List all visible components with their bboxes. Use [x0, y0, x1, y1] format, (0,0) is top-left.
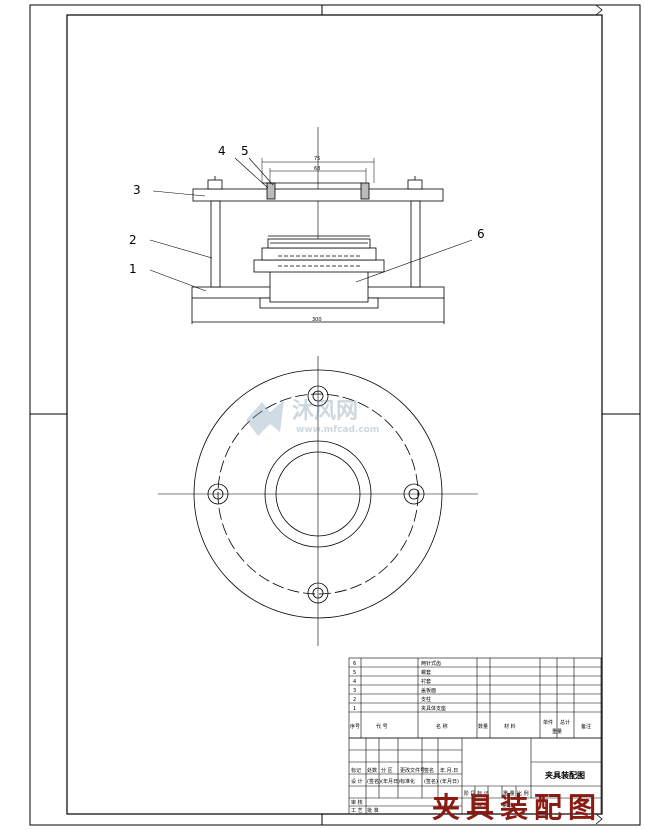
bom-row-name: 夹具体支座	[421, 705, 446, 712]
tb-sign-label: (签名)	[424, 778, 438, 785]
bom-header-no: 序号	[350, 723, 360, 730]
tb-sign-label: (年月日)	[381, 778, 400, 785]
tb-stage-label: 比 例	[517, 790, 529, 797]
watermark-url: www.mfcad.com	[296, 425, 379, 435]
bom-header-remark: 备注	[581, 723, 591, 730]
dim-outer-width: 75	[314, 156, 320, 162]
tb-sign-label: 设 计	[351, 778, 363, 785]
bom-header-unit-weight: 单件	[543, 719, 553, 726]
tb-row-label: 分 区	[381, 767, 393, 774]
drawing-name: 夹具装配图	[545, 770, 585, 780]
callout-1: 1	[129, 262, 137, 276]
bom-row-no: 1	[353, 706, 356, 712]
bom-row-no: 2	[353, 697, 356, 703]
bom-rows: 6 两针式齿 5 螺套 4 衬套 3 盖板面 2 支柱 1 夹具体支座	[353, 660, 446, 712]
title-block	[348, 737, 602, 815]
tb-sheet-label: 第 张	[502, 802, 514, 809]
tb-sign-label: (签名)	[367, 778, 381, 785]
tb-stage-label: 阶 段 标 记	[464, 790, 489, 797]
bom-row-name: 支柱	[421, 696, 431, 703]
watermark-brand: 沐风网	[292, 399, 358, 424]
callout-6: 6	[477, 227, 485, 241]
tb-row-label: 标记	[351, 767, 361, 774]
bom-row-no: 5	[353, 670, 356, 676]
callout-2: 2	[129, 233, 137, 247]
bom-table	[348, 657, 602, 739]
front-view	[149, 127, 473, 324]
callout-4: 4	[218, 144, 226, 158]
bom-row-name: 两针式齿	[421, 660, 441, 667]
bom-row-name: 螺套	[421, 669, 431, 676]
tb-side-label: 工 艺	[351, 808, 363, 814]
bom-row-no: 6	[353, 661, 356, 667]
title-stamp: 夹具装配图	[432, 791, 603, 824]
bom-header-qty: 数量	[478, 723, 488, 730]
tb-row-label: 处数	[367, 767, 377, 774]
tb-sheet-label: 共 张	[477, 802, 489, 809]
tb-sign-label: 标准化	[400, 778, 415, 785]
top-view	[158, 356, 478, 646]
bom-row-name: 盖板面	[421, 687, 436, 694]
tb-side-label: 审 核	[351, 799, 363, 806]
bom-header-code: 代 号	[376, 723, 388, 730]
bom-header-weight: 重量	[552, 728, 562, 735]
bom-header-total-weight: 总计	[560, 719, 570, 726]
bom-header-name: 名 称	[436, 723, 448, 730]
tb-sign-label: (年月日)	[440, 778, 459, 785]
watermark: 沐风网 www.mfcad.com	[246, 399, 379, 436]
title-block-labels: 标记 处数 分 区 更改文件号 签名 年.月.日 设 计 (签名) (年月日) …	[351, 767, 585, 814]
tb-stage-label: 重 量	[503, 790, 515, 797]
bom-row-no: 4	[353, 679, 356, 685]
tb-row-label: 年.月.日	[440, 767, 458, 774]
tb-row-label: 签名	[424, 767, 434, 774]
callout-3: 3	[133, 183, 141, 197]
bom-header-material: 材 料	[504, 723, 516, 730]
bom-row-name: 衬套	[421, 678, 431, 685]
bom-row-no: 3	[353, 688, 356, 694]
sheet-border	[29, 4, 641, 826]
bom-header: 序号 代 号 名 称 数量 材 料 单件 总计 重量 备注	[350, 719, 591, 735]
part-callouts: 3 2 1 4 5 6	[129, 144, 485, 276]
dim-base-length: 300	[312, 317, 322, 323]
dim-inner-width: 68	[314, 166, 320, 172]
tb-side-label: 批 准	[367, 807, 379, 814]
dimension-texts: 75 68 300	[312, 156, 322, 323]
callout-5: 5	[241, 144, 249, 158]
tb-row-label: 更改文件号	[400, 767, 425, 774]
mf-logo-icon	[246, 400, 284, 436]
